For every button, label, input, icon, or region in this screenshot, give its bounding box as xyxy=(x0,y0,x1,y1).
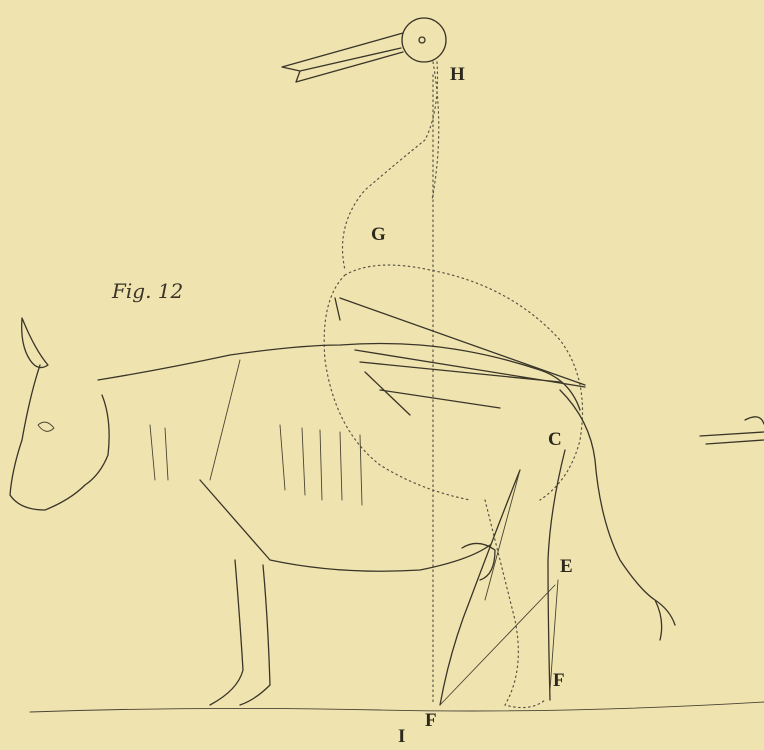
bird-eye xyxy=(419,37,425,43)
bird-wing-feathers xyxy=(335,298,585,415)
cow-hind-legs xyxy=(440,450,565,705)
ground-line xyxy=(30,702,764,712)
cow-horn xyxy=(22,318,48,368)
adjacent-figure-fragment xyxy=(700,417,764,444)
cow-construction-lines xyxy=(210,360,558,705)
label-f-upper: F xyxy=(553,670,565,691)
bird-head xyxy=(402,18,446,62)
bird-neck xyxy=(343,62,439,270)
bird-beak xyxy=(282,33,403,82)
label-e: E xyxy=(560,556,573,577)
label-c: C xyxy=(548,429,562,450)
cow-belly xyxy=(200,480,490,571)
cow-ribs xyxy=(150,425,362,505)
cow-eye xyxy=(38,422,54,431)
cow-drawing xyxy=(10,318,675,705)
label-g: G xyxy=(371,224,386,245)
figure-caption: Fig. 12 xyxy=(111,279,183,303)
cow-tail xyxy=(560,390,675,640)
label-h: H xyxy=(450,64,465,85)
cow-udder xyxy=(462,543,495,580)
cow-front-legs xyxy=(210,560,270,705)
label-f-lower: F xyxy=(425,710,437,731)
cow-head xyxy=(10,365,109,510)
bird-leg xyxy=(485,500,545,708)
bird-body xyxy=(324,265,582,500)
label-i: I xyxy=(398,726,405,747)
